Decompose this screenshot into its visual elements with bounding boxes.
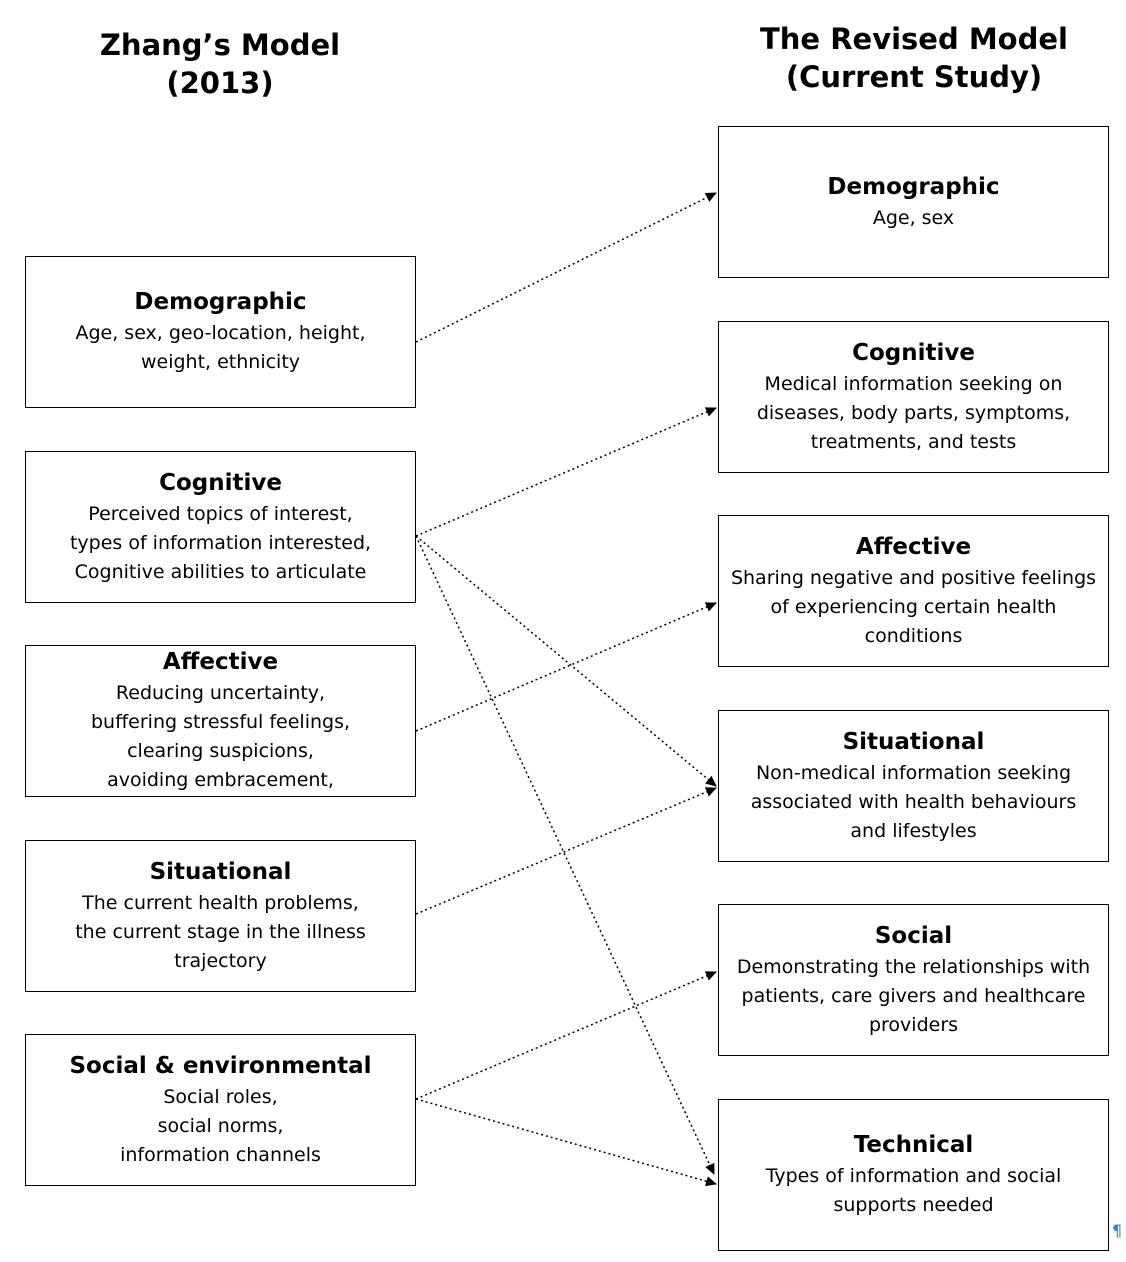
box-title: Demographic [827,173,1000,200]
zhang-demographic-box: Demographic Age, sex, geo-location, heig… [25,256,416,408]
box-text-line: Social roles, [163,1085,278,1108]
box-text-line: of experiencing certain health [770,595,1057,618]
box-text-line: Sharing negative and positive feelings [730,566,1097,589]
box-text-line: Reducing uncertainty, [115,682,326,704]
box-text-line: buffering stressful feelings, [90,711,351,733]
revised-situational-box: Situational Non-medical information seek… [718,710,1109,862]
zhang-social-environmental-box: Social & environmental Social roles, soc… [25,1034,416,1186]
box-text-line: conditions [864,624,963,647]
box-title: Situational [842,728,985,755]
box-text-line: and lifestyles [850,819,977,842]
box-title: Cognitive [852,339,975,366]
revised-affective-box: Affective Sharing negative and positive … [718,515,1109,667]
revised-social-box: Social Demonstrating the relationships w… [718,904,1109,1056]
box-text-line: diseases, body parts, symptoms, [756,401,1071,424]
arrow-cognitive-to-cognitive [415,407,717,537]
box-text-line: trajectory [174,949,267,972]
arrow-cognitive-to-situational [415,535,717,787]
revised-cognitive-box: Cognitive Medical information seeking on… [718,321,1109,473]
right-column-title: The Revised Model (Current Study) [714,20,1114,96]
arrow-cognitive-to-technical [415,535,715,1175]
box-title: Technical [853,1132,974,1158]
box-text-line: supports needed [833,1194,994,1216]
revised-technical-box: Technical Types of information and socia… [718,1099,1109,1251]
left-column-title: Zhang’s Model (2013) [20,26,420,102]
right-title-line1: The Revised Model [760,22,1068,56]
box-text-line: the current stage in the illness [75,920,366,943]
box-text-line: Non-medical information seeking [755,761,1072,784]
box-text-line: Age, sex, geo-location, height, [75,322,366,344]
box-text-line: Cognitive abilities to articulate [74,560,367,583]
right-title-line2: (Current Study) [785,60,1043,94]
revised-demographic-box: Demographic Age, sex [718,126,1109,278]
box-title: Social [874,922,953,949]
box-text-line: patients, care givers and healthcare [741,984,1086,1007]
box-title: Affective [855,533,972,560]
box-text-line: Age, sex [872,206,955,229]
box-text-line: The current health problems, [82,891,359,914]
box-text-line: social norms, [157,1114,284,1137]
box-title: Demographic [134,289,307,315]
box-text-line: providers [868,1013,959,1036]
box-text-line: information channels [120,1143,321,1166]
arrow-demographic-to-demographic [415,192,717,343]
box-title: Affective [162,649,279,675]
box-title: Cognitive [159,469,282,496]
left-title-line1: Zhang’s Model [99,28,341,62]
zhang-situational-box: Situational The current health problems,… [25,840,416,992]
box-text-line: weight, ethnicity [140,351,301,373]
paragraph-mark-icon: ¶ [1112,1224,1122,1238]
box-title: Social & environmental [69,1052,372,1079]
box-text-line: types of information interested, [69,531,372,554]
box-text-line: Medical information seeking on [764,372,1063,395]
zhang-cognitive-box: Cognitive Perceived topics of interest, … [25,451,416,603]
box-text-line: Perceived topics of interest, [88,502,353,525]
box-text-line: avoiding embracement, [107,769,334,791]
arrow-affective-to-affective [415,602,717,732]
box-title: Situational [149,858,292,885]
left-title-line2: (2013) [166,66,274,100]
box-text-line: treatments, and tests [810,430,1017,453]
arrow-social-to-social [415,971,717,1100]
arrow-situational-to-situational [415,787,717,915]
arrow-social-to-technical [415,1098,717,1187]
box-text-line: Demonstrating the relationships with [736,955,1091,978]
box-text-line: Types of information and social [765,1165,1062,1187]
zhang-affective-box: Affective Reducing uncertainty, bufferin… [25,645,416,797]
box-text-line: associated with health behaviours [750,790,1077,813]
box-text-line: clearing suspicions, [127,740,314,762]
